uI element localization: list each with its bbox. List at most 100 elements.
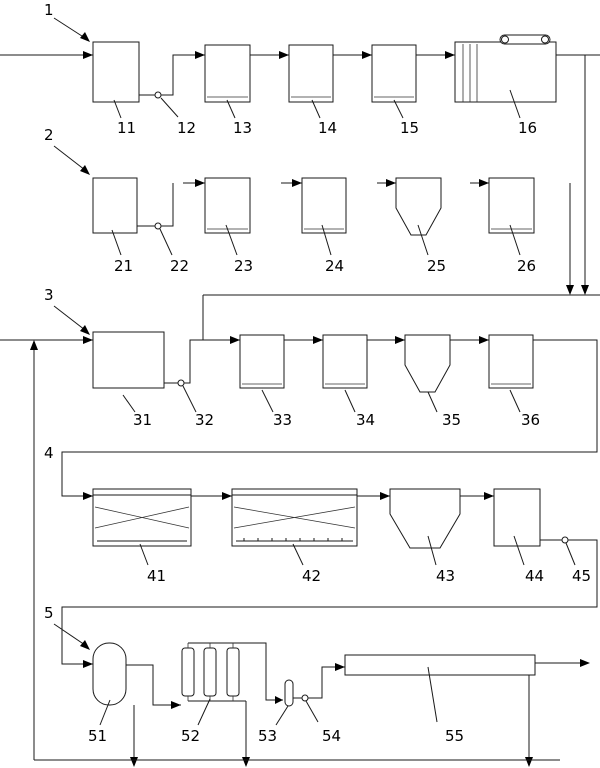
label-21: 21 [114, 257, 133, 275]
unit-26-tank [488, 177, 535, 234]
unit-54-pump-icon [301, 694, 309, 702]
section-1-pointer [53, 17, 86, 39]
arrowhead [275, 696, 283, 704]
pipe [246, 642, 283, 701]
leader [393, 99, 404, 119]
leader [111, 229, 122, 256]
transfer-line-4-to-5 [61, 539, 598, 665]
manifold [188, 642, 246, 702]
label-14: 14 [318, 119, 337, 137]
label-53: 53 [258, 727, 277, 745]
membrane-module [226, 647, 240, 697]
unit-32-valve-icon [177, 379, 185, 387]
unit-41-top-band [92, 488, 192, 496]
leader [197, 698, 211, 726]
arrowhead [80, 640, 90, 650]
unit-22-pump-icon [154, 222, 162, 230]
arrowhead [313, 336, 323, 344]
label-12: 12 [177, 119, 196, 137]
label-26: 26 [517, 257, 536, 275]
unit-24-tank [301, 177, 347, 234]
section-1-number: 1 [44, 1, 54, 19]
leader [305, 700, 319, 723]
unit-34-tank [322, 334, 368, 389]
leader [160, 97, 179, 118]
arrowhead [292, 179, 302, 187]
arrowhead [525, 757, 533, 767]
label-25: 25 [427, 257, 446, 275]
leader [261, 389, 274, 413]
label-24: 24 [325, 257, 344, 275]
section-4: 4 41 42 43 44 45 [44, 444, 598, 668]
arrowhead [171, 701, 181, 709]
label-16: 16 [518, 119, 537, 137]
arrowhead [395, 336, 405, 344]
leader [565, 542, 576, 566]
section-2: 2 21 22 23 24 25 26 [44, 126, 536, 275]
leader [417, 224, 429, 256]
pipe [161, 183, 174, 227]
leader [427, 391, 438, 413]
arrowhead [30, 340, 38, 350]
unit-11-tank [92, 41, 140, 103]
unit-14-tank [288, 44, 334, 103]
leader [292, 543, 304, 566]
unit-44-tank [493, 488, 541, 547]
arrowhead [566, 285, 574, 295]
unit-16-baffles [462, 44, 478, 102]
module-stubs [187, 643, 234, 701]
leader [99, 699, 111, 726]
leader [225, 224, 238, 256]
leader [226, 99, 236, 119]
leader [311, 99, 321, 119]
unit-15-tank [371, 44, 417, 103]
arrowhead [195, 179, 205, 187]
section-2-number: 2 [44, 126, 54, 144]
label-41: 41 [147, 567, 166, 585]
transfer-line-3-to-4 [61, 339, 598, 497]
arrowhead [130, 757, 138, 767]
membrane-module [203, 647, 217, 697]
label-36: 36 [521, 411, 540, 429]
unit-52-membrane-bank [181, 642, 246, 702]
label-23: 23 [234, 257, 253, 275]
unit-25-settler [395, 177, 442, 236]
leader [122, 394, 136, 413]
section-5-number: 5 [44, 604, 54, 622]
unit-43-settler [389, 488, 461, 549]
arrowhead [581, 285, 589, 295]
label-15: 15 [400, 119, 419, 137]
label-44: 44 [525, 567, 544, 585]
leader [182, 385, 197, 413]
unit-31-tank [92, 331, 165, 389]
arrowhead [479, 336, 489, 344]
label-54: 54 [322, 727, 341, 745]
leader [321, 224, 332, 256]
section-1: 1 11 12 13 14 [0, 1, 600, 137]
leader [509, 89, 521, 119]
leader [427, 535, 437, 566]
label-34: 34 [356, 411, 375, 429]
leader [427, 666, 438, 723]
unit-13-tank [204, 44, 251, 103]
label-35: 35 [442, 411, 461, 429]
unit-16-belt [499, 34, 551, 45]
unit-23-tank [204, 177, 251, 234]
label-51: 51 [88, 727, 107, 745]
unit-36-tank [488, 334, 534, 389]
arrowhead [445, 51, 455, 59]
arrowhead [484, 492, 494, 500]
leader [509, 224, 521, 256]
section-4-number: 4 [44, 444, 54, 462]
label-13: 13 [233, 119, 252, 137]
arrowhead [80, 165, 90, 175]
unit-42-media-x [233, 506, 356, 529]
arrowhead [83, 660, 93, 668]
unit-16-roller [501, 35, 509, 44]
section-2-pointer [53, 145, 86, 171]
pipe [161, 54, 205, 96]
arrowhead [380, 492, 390, 500]
label-42: 42 [302, 567, 321, 585]
membrane-module [181, 647, 195, 697]
label-33: 33 [273, 411, 292, 429]
